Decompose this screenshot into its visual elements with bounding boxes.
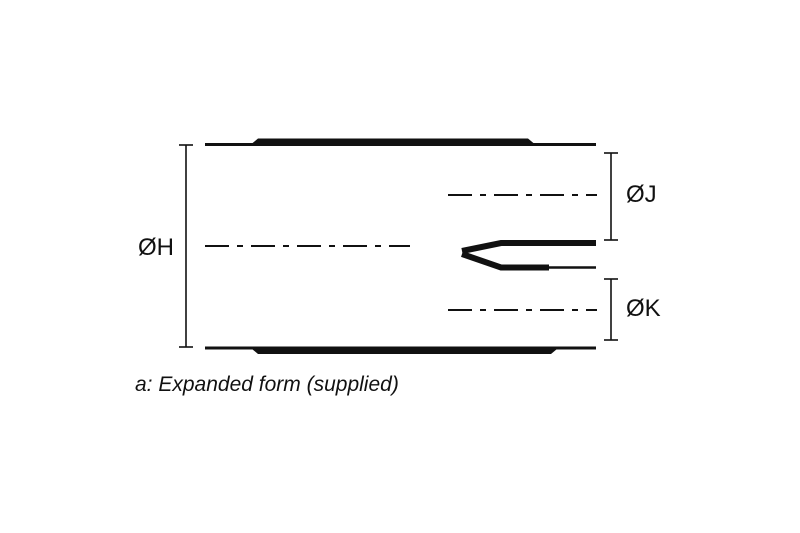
diagram-caption: a: Expanded form (supplied) xyxy=(135,373,399,396)
crotch-lower-wall-thick xyxy=(461,251,549,271)
label-diameter-k: ØK xyxy=(626,295,661,322)
tube-top-wall-thick-band xyxy=(249,138,537,146)
crotch-upper-wall xyxy=(461,240,596,254)
tube-bottom-wall-thick-band xyxy=(249,346,560,354)
label-diameter-j: ØJ xyxy=(626,181,657,208)
label-diameter-h: ØH xyxy=(138,234,174,261)
